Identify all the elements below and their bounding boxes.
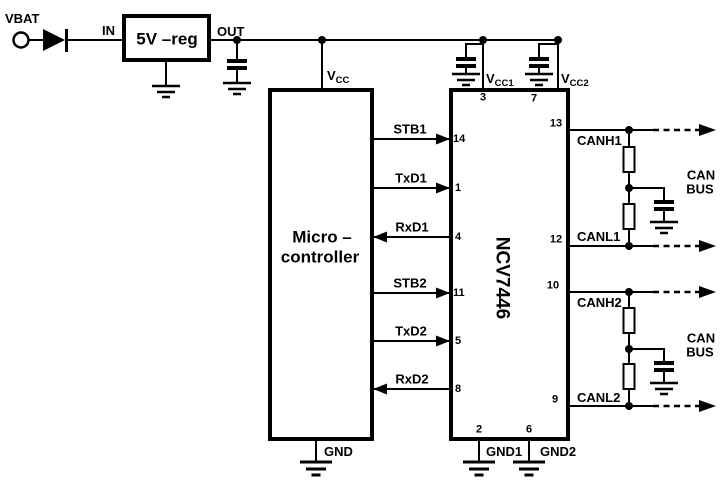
junction-dot	[318, 36, 326, 44]
pin-14: 14	[453, 133, 466, 145]
junction-dot	[625, 288, 633, 296]
junction-dot	[233, 36, 241, 44]
rxd2-label: RxD2	[395, 371, 429, 387]
arrow-stb2-icon	[436, 287, 450, 299]
capacitor-vcc2-icon	[529, 57, 549, 68]
arrow-stb1-icon	[436, 133, 450, 145]
vcc1-label-sub: CC1	[494, 78, 514, 89]
junction-dot	[625, 126, 633, 134]
pin-6: 6	[525, 423, 533, 436]
capacitor-bus2-icon	[654, 361, 674, 372]
pin-11: 11	[453, 287, 465, 299]
pin-7: 7	[530, 92, 538, 105]
canh2-label: CANH2	[577, 295, 622, 310]
can-bus1-line1: CAN	[686, 167, 716, 183]
junction-dot	[625, 402, 633, 410]
pin-8: 8	[455, 383, 462, 395]
micro-gnd-label: GND	[324, 444, 353, 459]
pin-10: 10	[546, 279, 560, 292]
arrow-canl2-icon	[699, 400, 716, 412]
pin-13: 13	[549, 117, 563, 130]
txd1-label: TxD1	[395, 170, 427, 186]
ground-micro-icon	[298, 460, 334, 477]
ground-gnd2-icon	[511, 460, 547, 477]
vcc-label-base: V	[327, 68, 336, 83]
vcc2-label: VCC2	[561, 72, 589, 89]
resistor-term2a-icon	[622, 307, 636, 334]
pin-12: 12	[549, 233, 563, 246]
canl2-label: CANL2	[577, 390, 621, 405]
vcc-label-sub: CC	[335, 75, 350, 86]
vbat-terminal	[12, 31, 30, 49]
vcc1-label: VCC1	[486, 72, 514, 89]
transceiver-name: NCV7446	[491, 236, 513, 320]
capacitor-vcc1-icon	[456, 57, 476, 68]
ground-vcc1-icon	[450, 72, 482, 87]
capacitor-bus1-icon	[654, 200, 674, 211]
can-bus1-line2: BUS	[686, 181, 714, 197]
pin-4: 4	[455, 231, 462, 243]
vcc1-label-base: V	[486, 71, 495, 86]
arrow-rxd1-icon	[373, 231, 387, 243]
junction-dot	[479, 36, 487, 44]
reg-out-label: OUT	[217, 24, 245, 39]
resistor-term1a-icon	[622, 146, 636, 173]
regulator-label: 5V –reg	[136, 29, 198, 49]
junction-dot	[625, 242, 633, 250]
microcontroller-name-line1: Micro –	[292, 227, 352, 247]
diode-anode-triangle	[43, 29, 65, 51]
arrow-canl1-icon	[699, 240, 716, 252]
diode	[43, 29, 68, 52]
ground-gnd1-icon	[461, 460, 497, 477]
can-bus2-line1: CAN	[686, 330, 716, 346]
pin-3: 3	[479, 91, 487, 104]
stb1-label: STB1	[393, 121, 427, 137]
arrow-canh1-icon	[699, 124, 716, 136]
pin-1: 1	[455, 182, 462, 194]
ground-bus1-icon	[648, 220, 680, 235]
gnd1-label: GND1	[486, 444, 523, 459]
reg-in-label: IN	[102, 23, 115, 38]
ncv7446-box	[449, 88, 570, 441]
txd2-label: TxD2	[395, 323, 427, 339]
canh1-label: CANH1	[577, 133, 622, 148]
resistor-term2b-icon	[622, 363, 636, 390]
pin-5: 5	[455, 335, 462, 347]
arrow-txd1-icon	[436, 182, 450, 194]
junction-dot	[554, 36, 562, 44]
stb2-label: STB2	[393, 275, 427, 291]
arrow-canh2-icon	[699, 286, 716, 298]
regulator-box	[122, 14, 211, 62]
resistor-term1b-icon	[622, 203, 636, 230]
ground-out-cap-icon	[221, 81, 253, 96]
microcontroller-box	[268, 88, 374, 441]
arrow-rxd2-icon	[373, 383, 387, 395]
vcc-label: VCC	[327, 69, 349, 86]
canl1-label: CANL1	[577, 229, 621, 244]
rxd1-label: RxD1	[395, 219, 429, 235]
junction-dot	[625, 184, 633, 192]
ground-bus2-icon	[648, 381, 680, 396]
wires	[28, 39, 665, 462]
vbat-label: VBAT	[5, 11, 40, 26]
can-bus2-line2: BUS	[686, 344, 714, 360]
junction-dot	[625, 345, 633, 353]
pin-9: 9	[551, 393, 559, 406]
gnd2-label: GND2	[540, 444, 577, 459]
capacitor-out-icon	[227, 59, 247, 70]
vcc2-label-sub: CC2	[569, 78, 589, 89]
junction-dots	[233, 36, 633, 410]
microcontroller-name-line2: controller	[280, 247, 360, 267]
vcc2-label-base: V	[561, 71, 570, 86]
arrow-txd2-icon	[436, 335, 450, 347]
arrowheads	[373, 124, 716, 412]
ground-reg-icon	[150, 84, 182, 99]
ground-vcc2-icon	[523, 72, 555, 87]
pin-2: 2	[475, 423, 483, 436]
bus-dashed-wires	[653, 128, 699, 408]
